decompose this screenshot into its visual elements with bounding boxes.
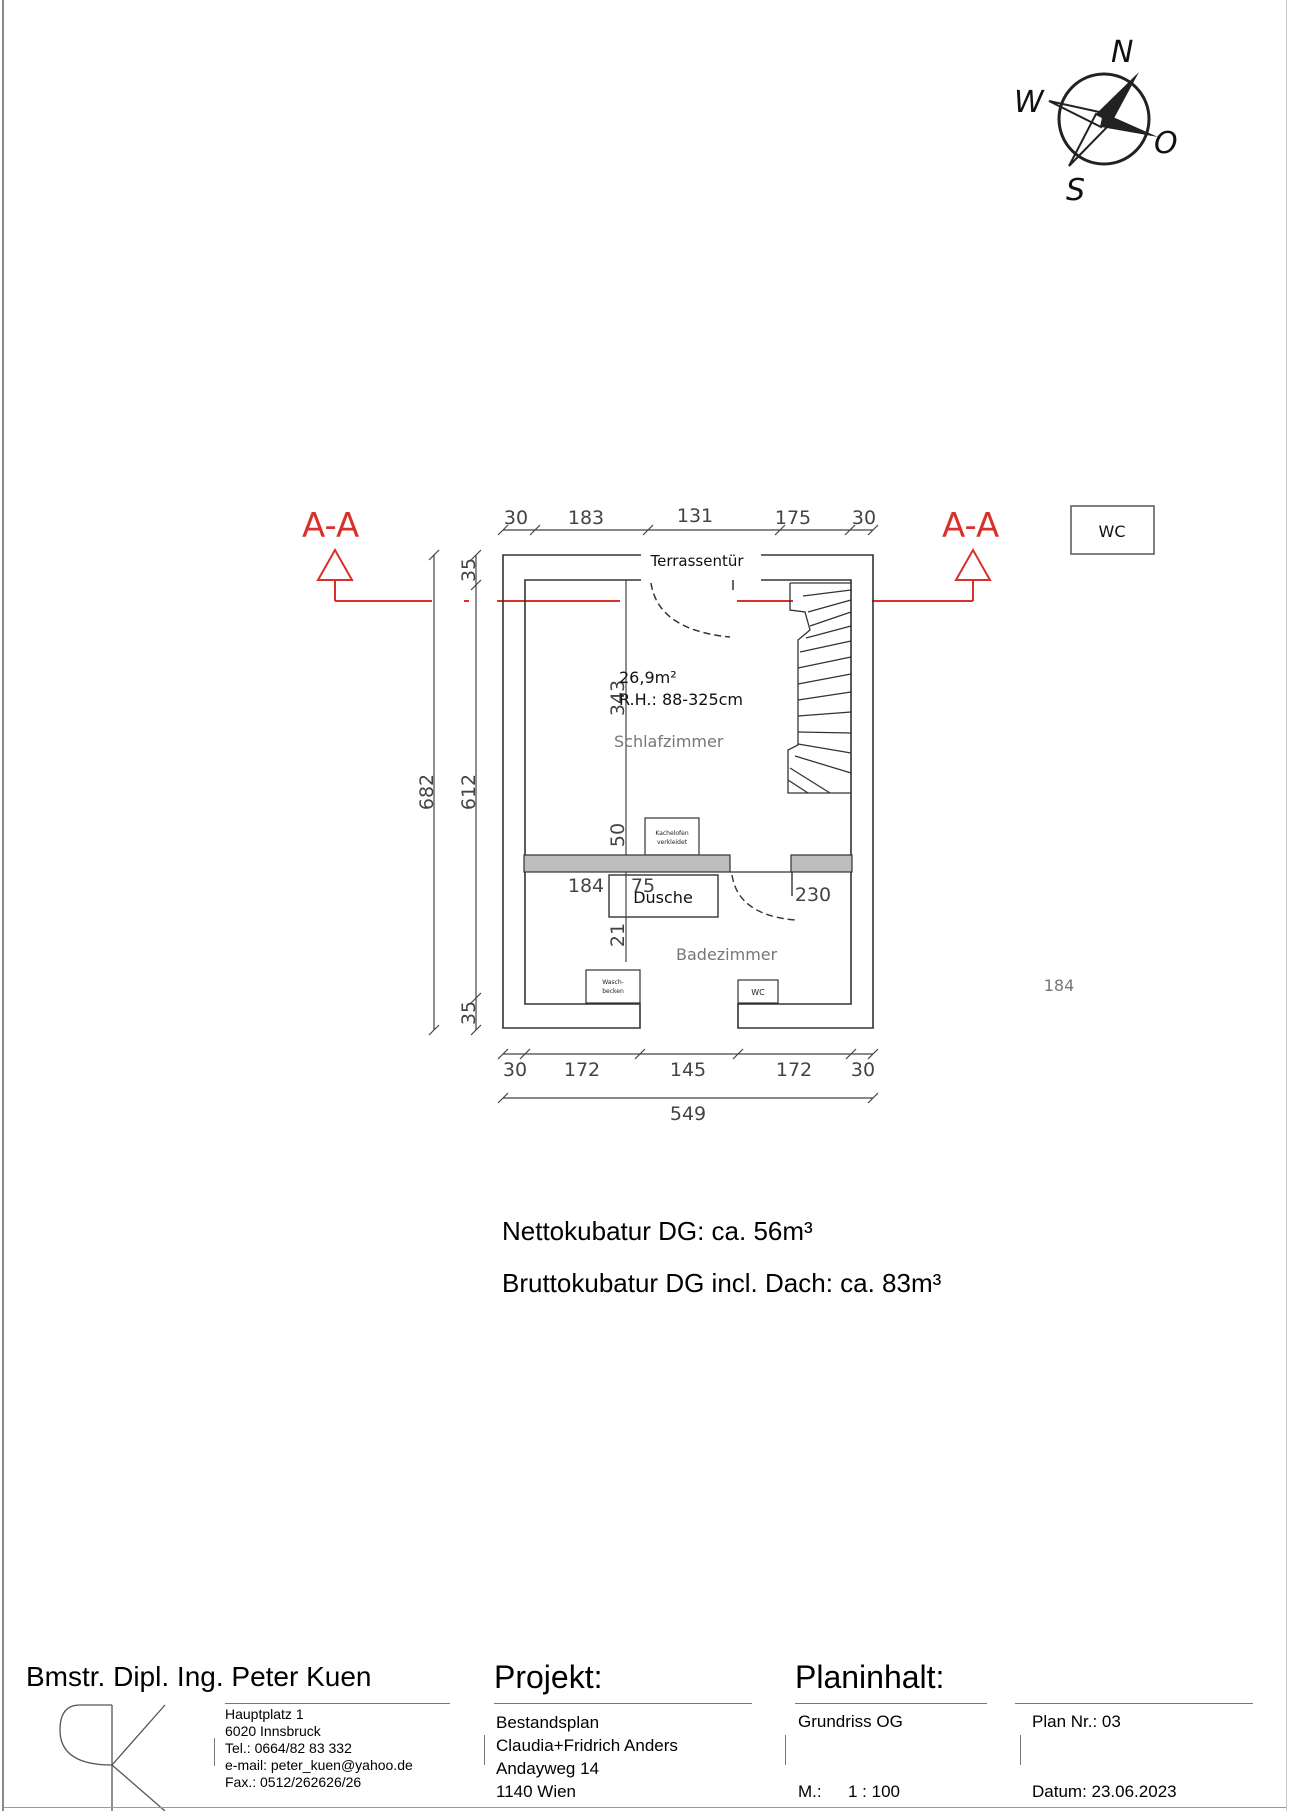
dim-top-5: 30 <box>852 507 876 529</box>
plan-number: Plan Nr.: 03 <box>1032 1712 1121 1731</box>
compass-o-label: O <box>1154 126 1178 161</box>
stove-label-1: Kachelofen <box>655 830 688 837</box>
sink-label-2: becken <box>602 988 624 995</box>
address-line: 6020 Innsbruck <box>225 1723 321 1739</box>
compass-rose: N W O S <box>1014 35 1178 208</box>
net-volume: Nettokubatur DG: ca. 56m³ <box>502 1216 813 1246</box>
dim-total-width: 549 <box>670 1103 706 1125</box>
rule-architect <box>225 1703 450 1704</box>
project-heading: Projekt: <box>494 1659 603 1695</box>
dim-bottom-5: 30 <box>851 1059 875 1081</box>
address-line: Tel.: 0664/82 83 332 <box>225 1740 352 1756</box>
rule-project <box>494 1703 752 1704</box>
dim-inner-50: 50 <box>607 823 629 847</box>
dim-bottom-3: 145 <box>670 1059 706 1081</box>
architect-name: Bmstr. Dipl. Ing. Peter Kuen <box>26 1661 372 1692</box>
scale-value: 1 : 100 <box>848 1782 900 1801</box>
architect-logo <box>59 1704 166 1811</box>
tiled-stove: Kachelofen verkleidet <box>644 817 700 856</box>
terrace-door-swing <box>650 580 734 638</box>
dim-left-top: 35 <box>458 558 480 582</box>
dim-left-inner: 612 <box>458 774 480 810</box>
plan-date: Datum: 23.06.2023 <box>1032 1782 1177 1801</box>
wc-fixture: WC <box>737 979 779 1004</box>
dim-bottom-1: 30 <box>503 1059 527 1081</box>
sheet-border-right <box>1286 0 1287 1811</box>
dim-top-2: 183 <box>568 507 604 529</box>
scale-label: M.: <box>798 1782 822 1801</box>
compass-s-label: S <box>1066 173 1085 208</box>
dim-inner-184: 184 <box>568 875 604 897</box>
address-line: Fax.: 0512/262626/26 <box>225 1774 362 1790</box>
dimension-line-top <box>497 524 879 536</box>
project-line: Bestandsplan <box>496 1713 600 1732</box>
dimension-line-bottom <box>497 1048 879 1104</box>
section-label-right: A-A <box>942 506 999 546</box>
section-mark-right: A-A <box>737 506 999 602</box>
dim-top-4: 175 <box>775 507 811 529</box>
section-label-left: A-A <box>302 506 359 546</box>
project-details: Bestandsplan Claudia+Fridrich Anders And… <box>496 1711 678 1803</box>
address-line: e-mail: peter_kuen@yahoo.de <box>225 1757 413 1773</box>
dim-inner-230: 230 <box>795 884 831 906</box>
dim-right-184: 184 <box>1044 976 1075 995</box>
architect-address: Hauptplatz 1 6020 Innsbruck Tel.: 0664/8… <box>225 1706 413 1791</box>
staircase <box>787 582 852 794</box>
plan-content: Grundriss OG <box>798 1712 903 1731</box>
dim-inner-343: 343 <box>607 680 629 716</box>
sink: Wasch- becken <box>585 969 641 1004</box>
dim-bottom-4: 172 <box>776 1059 812 1081</box>
section-mark-left: A-A <box>302 506 620 602</box>
dim-inner-21: 21 <box>607 923 629 947</box>
dim-top-1: 30 <box>504 507 528 529</box>
bedroom-height: R.H.: 88-325cm <box>619 690 743 709</box>
compass-n-label: N <box>1111 35 1133 70</box>
address-line: Hauptplatz 1 <box>225 1706 304 1722</box>
sheet-border-left <box>2 0 4 1811</box>
rule-plan-number <box>1015 1703 1253 1704</box>
dim-bottom-2: 172 <box>564 1059 600 1081</box>
wc-fixture-label: WC <box>751 988 765 997</box>
divider-plan-number <box>1020 1735 1021 1765</box>
project-line: Andayweg 14 <box>496 1759 600 1778</box>
sink-label-1: Wasch- <box>602 979 624 986</box>
gross-volume: Bruttokubatur DG incl. Dach: ca. 83m³ <box>502 1268 942 1298</box>
compass-w-label: W <box>1014 85 1045 120</box>
divider-content <box>785 1735 786 1765</box>
dimension-lines-left <box>428 549 482 1036</box>
wc-legend-label: WC <box>1099 522 1126 541</box>
bathroom-door-swing <box>731 872 796 921</box>
partition-wall <box>523 854 853 873</box>
wc-legend-box: WC <box>1070 505 1155 555</box>
rule-content <box>795 1703 987 1704</box>
dim-top-3: 131 <box>677 505 713 527</box>
dim-left-bottom: 35 <box>458 1001 480 1025</box>
divider-project <box>484 1735 485 1765</box>
terrace-door-label: Terrassentür <box>649 552 744 570</box>
bathroom-label: Badezimmer <box>676 945 778 964</box>
project-line: Claudia+Fridrich Anders <box>496 1736 678 1755</box>
project-line: 1140 Wien <box>496 1782 577 1801</box>
bedroom-label: Schlafzimmer <box>614 732 724 751</box>
dim-inner-75: 75 <box>631 875 655 897</box>
bottom-border <box>4 1807 1286 1808</box>
content-heading: Planinhalt: <box>795 1659 945 1695</box>
divider-architect <box>214 1738 215 1766</box>
bedroom-area: 26,9m² <box>619 668 677 687</box>
dim-left-outer: 682 <box>416 774 438 810</box>
stove-label-2: verkleidet <box>657 839 688 846</box>
outer-walls <box>502 554 874 1029</box>
shower-label: Dusche <box>633 888 693 907</box>
shower: Dusche <box>608 874 719 918</box>
